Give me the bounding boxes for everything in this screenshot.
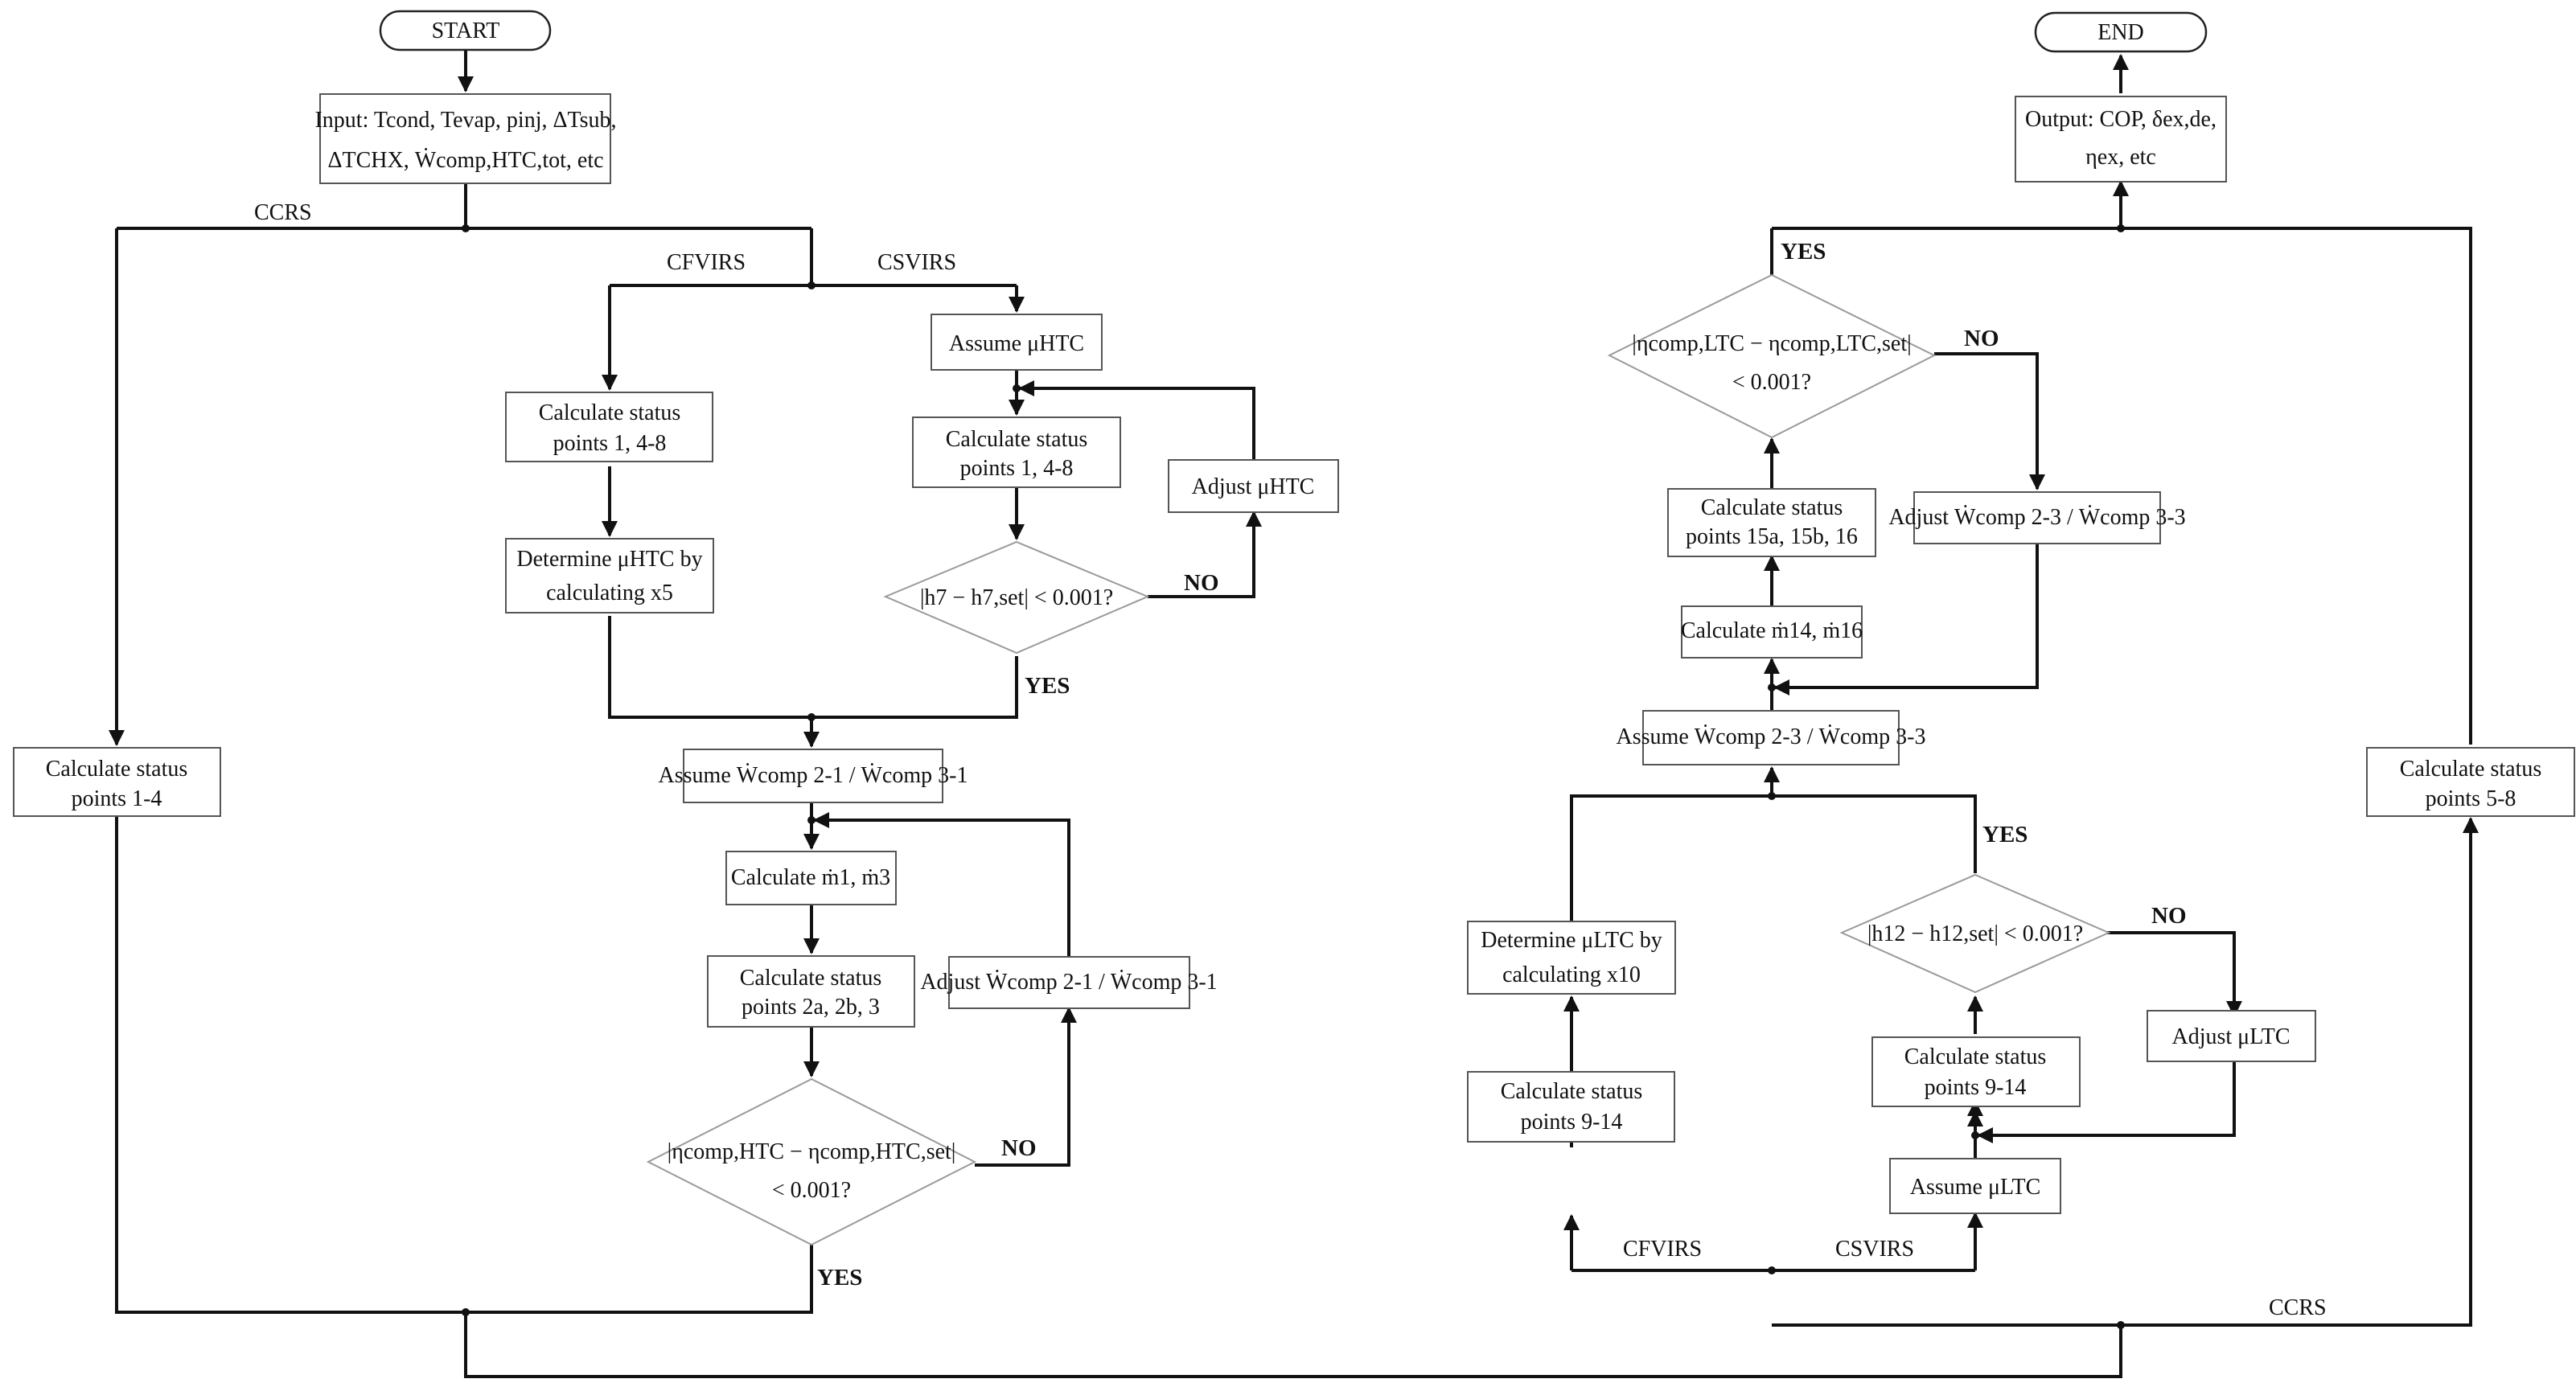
answer-no-h7: NO bbox=[1184, 570, 1219, 596]
svg-text:Assume Ẇcomp 2-3 / Ẇcomp 3-3: Assume Ẇcomp 2-3 / Ẇcomp 3-3 bbox=[1617, 724, 1926, 749]
svg-text:|h12 − h12,set| < 0.001?: |h12 − h12,set| < 0.001? bbox=[1867, 921, 2083, 946]
svg-text:Determine μHTC by: Determine μHTC by bbox=[516, 547, 702, 572]
answer-no-h12: NO bbox=[2151, 903, 2187, 929]
svg-text:Calculate status: Calculate status bbox=[1701, 495, 1843, 520]
svg-text:Calculate status: Calculate status bbox=[1904, 1044, 2047, 1069]
svg-text:Calculate status: Calculate status bbox=[539, 400, 681, 425]
svg-text:Calculate status: Calculate status bbox=[946, 427, 1088, 452]
svg-text:< 0.001?: < 0.001? bbox=[772, 1178, 851, 1203]
svg-text:Assume Ẇcomp 2-1 / Ẇcomp 3-1: Assume Ẇcomp 2-1 / Ẇcomp 3-1 bbox=[659, 763, 968, 788]
assume-mu-htc-box: Assume μHTC bbox=[931, 314, 1103, 371]
calc-m14-m16-box: Calculate ṁ14, ṁ16 bbox=[1681, 605, 1863, 659]
calc-points-5-8-box: Calculate status points 5-8 bbox=[2366, 747, 2575, 817]
svg-text:Output: COP, δex,de,: Output: COP, δex,de, bbox=[2025, 107, 2217, 132]
svg-text:Calculate status: Calculate status bbox=[1501, 1079, 1643, 1104]
svg-text:START: START bbox=[432, 18, 500, 43]
check-h7-diamond: |h7 − h7,set| < 0.001? bbox=[883, 540, 1150, 655]
svg-text:points 15a, 15b, 16: points 15a, 15b, 16 bbox=[1686, 524, 1858, 549]
svg-text:Input: Tcond, Tevap, pinj, ΔTs: Input: Tcond, Tevap, pinj, ΔTsub, bbox=[314, 108, 616, 133]
input-box: Input: Tcond, Tevap, pinj, ΔTsub, ΔTCHX,… bbox=[314, 93, 617, 184]
branch-label-cfvirs-left: CFVIRS bbox=[667, 250, 746, 275]
svg-text:Adjust Ẇcomp 2-3 / Ẇcomp 3-3: Adjust Ẇcomp 2-3 / Ẇcomp 3-3 bbox=[1888, 505, 2185, 530]
end-terminal: END bbox=[2034, 11, 2208, 53]
determine-mu-htc-box: Determine μHTC by calculating x5 bbox=[505, 538, 714, 613]
svg-text:points 2a, 2b, 3: points 2a, 2b, 3 bbox=[742, 995, 880, 1020]
svg-text:Adjust μHTC: Adjust μHTC bbox=[1192, 474, 1315, 499]
adjust-w-comp-htc-box: Adjust Ẇcomp 2-1 / Ẇcomp 3-1 bbox=[920, 956, 1218, 1009]
svg-text:< 0.001?: < 0.001? bbox=[1732, 370, 1811, 395]
calc-points-9-14-csvirs-box: Calculate status points 9-14 bbox=[1871, 1036, 2081, 1107]
branch-label-cfvirs-right: CFVIRS bbox=[1623, 1237, 1702, 1262]
branch-label-csvirs-left: CSVIRS bbox=[877, 250, 956, 275]
check-eta-htc-diamond: |ηcomp,HTC − ηcomp,HTC,set| < 0.001? bbox=[646, 1077, 977, 1246]
calc-points-1-4-box: Calculate status points 1-4 bbox=[13, 747, 221, 817]
calc-m1-m3-box: Calculate ṁ1, ṁ3 bbox=[725, 851, 897, 905]
svg-text:points 9-14: points 9-14 bbox=[1925, 1075, 2027, 1100]
svg-text:calculating x5: calculating x5 bbox=[546, 581, 673, 605]
calc-points-1-4-8-csvirs-box: Calculate status points 1, 4-8 bbox=[912, 417, 1121, 488]
calc-points-15a-15b-16-box: Calculate status points 15a, 15b, 16 bbox=[1667, 488, 1876, 557]
svg-text:END: END bbox=[2097, 20, 2144, 45]
calc-points-9-14-cfvirs-box: Calculate status points 9-14 bbox=[1467, 1071, 1675, 1143]
check-eta-ltc-diamond: |ηcomp,LTC − ηcomp,LTC,set| < 0.001? bbox=[1607, 273, 1937, 439]
answer-yes-h12: YES bbox=[1982, 822, 2028, 847]
adjust-mu-ltc-box: Adjust μLTC bbox=[2147, 1010, 2316, 1062]
svg-text:Calculate ṁ1, ṁ3: Calculate ṁ1, ṁ3 bbox=[731, 865, 890, 890]
svg-text:Calculate ṁ14, ṁ16: Calculate ṁ14, ṁ16 bbox=[1681, 618, 1863, 643]
check-h12-diamond: |h12 − h12,set| < 0.001? bbox=[1839, 873, 2111, 994]
svg-text:ηex, etc: ηex, etc bbox=[2085, 145, 2156, 170]
calc-points-2a-2b-3-box: Calculate status points 2a, 2b, 3 bbox=[707, 955, 915, 1028]
assume-w-comp-ltc-box: Assume Ẇcomp 2-3 / Ẇcomp 3-3 bbox=[1617, 710, 1926, 765]
svg-text:|h7 − h7,set| < 0.001?: |h7 − h7,set| < 0.001? bbox=[920, 585, 1113, 610]
connector-lines bbox=[109, 50, 2479, 1378]
assume-w-comp-htc-box: Assume Ẇcomp 2-1 / Ẇcomp 3-1 bbox=[659, 749, 968, 803]
svg-text:|ηcomp,LTC − ηcomp,LTC,set|: |ηcomp,LTC − ηcomp,LTC,set| bbox=[1632, 331, 1911, 356]
adjust-mu-htc-box: Adjust μHTC bbox=[1168, 459, 1339, 513]
branch-label-ccrs-left: CCRS bbox=[254, 200, 312, 225]
svg-text:points 1, 4-8: points 1, 4-8 bbox=[553, 431, 667, 456]
svg-text:points 9-14: points 9-14 bbox=[1521, 1110, 1623, 1135]
calc-points-1-4-8-cfvirs-box: Calculate status points 1, 4-8 bbox=[505, 392, 713, 462]
adjust-w-comp-ltc-box: Adjust Ẇcomp 2-3 / Ẇcomp 3-3 bbox=[1888, 491, 2186, 544]
answer-yes-eta-htc: YES bbox=[817, 1265, 862, 1291]
answer-no-eta-htc: NO bbox=[1001, 1135, 1037, 1161]
svg-text:calculating x10: calculating x10 bbox=[1502, 962, 1641, 987]
svg-text:Calculate status: Calculate status bbox=[2400, 757, 2542, 782]
svg-text:Calculate status: Calculate status bbox=[46, 757, 188, 782]
svg-text:ΔTCHX, Ẇcomp,HTC,tot, etc: ΔTCHX, Ẇcomp,HTC,tot, etc bbox=[327, 148, 603, 173]
junction-dots bbox=[462, 224, 2125, 1329]
svg-text:points 1-4: points 1-4 bbox=[72, 786, 162, 811]
svg-text:Determine μLTC by: Determine μLTC by bbox=[1481, 928, 1662, 953]
answer-yes-h7: YES bbox=[1025, 673, 1070, 699]
svg-text:|ηcomp,HTC − ηcomp,HTC,set|: |ηcomp,HTC − ηcomp,HTC,set| bbox=[668, 1139, 956, 1164]
start-terminal: START bbox=[379, 10, 552, 51]
svg-text:Adjust Ẇcomp 2-1 / Ẇcomp 3-1: Adjust Ẇcomp 2-1 / Ẇcomp 3-1 bbox=[920, 970, 1217, 995]
svg-text:Assume μLTC: Assume μLTC bbox=[1910, 1175, 2041, 1200]
determine-mu-ltc-box: Determine μLTC by calculating x10 bbox=[1467, 921, 1676, 995]
branch-label-csvirs-right: CSVIRS bbox=[1835, 1237, 1914, 1262]
output-box: Output: COP, δex,de, ηex, etc bbox=[2015, 96, 2227, 183]
answer-yes-eta-ltc: YES bbox=[1781, 239, 1826, 265]
answer-no-eta-ltc: NO bbox=[1964, 326, 1999, 351]
branch-label-ccrs-right: CCRS bbox=[2269, 1295, 2327, 1320]
svg-text:points 5-8: points 5-8 bbox=[2426, 786, 2516, 811]
svg-text:Adjust μLTC: Adjust μLTC bbox=[2172, 1024, 2290, 1049]
svg-text:points 1, 4-8: points 1, 4-8 bbox=[960, 456, 1074, 481]
svg-text:Assume μHTC: Assume μHTC bbox=[949, 331, 1084, 356]
svg-text:Calculate status: Calculate status bbox=[740, 966, 882, 991]
assume-mu-ltc-box: Assume μLTC bbox=[1889, 1158, 2061, 1214]
